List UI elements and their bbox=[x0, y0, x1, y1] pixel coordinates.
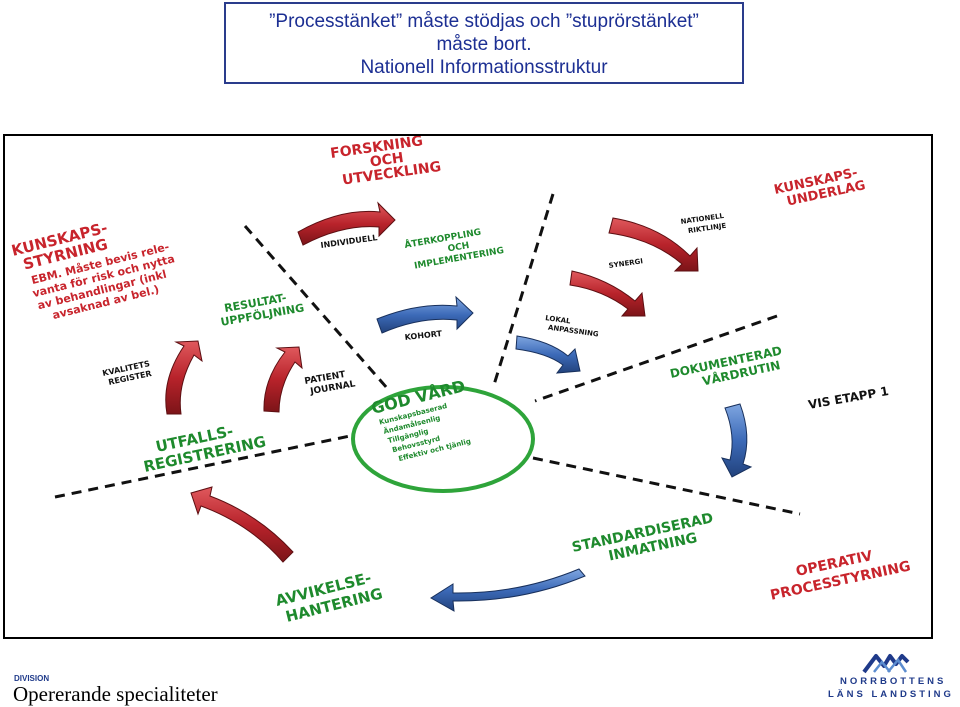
divider-line-left-upper bbox=[243, 225, 389, 389]
label-utfalls: UTFALLS- REGISTRERING bbox=[142, 422, 268, 476]
diagram-svg: FORSKNING OCH UTVECKLING KUNSKAPS- UNDER… bbox=[10, 136, 912, 626]
arrow-avvikelse bbox=[190, 486, 294, 563]
label-synergi: SYNERGI bbox=[608, 257, 643, 270]
process-diagram: FORSKNING OCH UTVECKLING KUNSKAPS- UNDER… bbox=[3, 134, 933, 639]
arrow-kvalitets bbox=[165, 340, 203, 415]
label-kohort: KOHORT bbox=[404, 329, 443, 342]
label-resultat: RESULTAT- UPPFÖLJNING bbox=[219, 291, 305, 329]
arrow-patient bbox=[263, 346, 303, 413]
arrow-kohort bbox=[376, 295, 474, 334]
lokal-line-1: LOKAL bbox=[545, 314, 572, 326]
logo-text-line-2: LÄNS LANDSTING bbox=[828, 689, 954, 700]
arrow-dokumenterad bbox=[721, 403, 753, 478]
label-kvalitets: KVALITETS REGISTER bbox=[102, 359, 153, 387]
label-operativ: OPERATIV PROCESSTYRNING bbox=[769, 548, 912, 604]
blue-arrows bbox=[376, 295, 753, 612]
arrow-standardiserad bbox=[430, 568, 586, 612]
lokal-line-2: ANPASSNING bbox=[547, 324, 599, 339]
divider-line-right-lower bbox=[532, 456, 801, 516]
aterkoppling-line-2: OCH bbox=[447, 241, 470, 255]
label-lokal: LOKAL ANPASSNING bbox=[545, 314, 600, 339]
red-arrows bbox=[165, 201, 699, 563]
label-dokumenterad: DOKUMENTERAD VÅRDRUTIN bbox=[669, 344, 784, 389]
divider-lines bbox=[54, 193, 801, 516]
title-box: ”Processtänket” måste stödjas och ”stupr… bbox=[224, 2, 744, 84]
arrow-synergi bbox=[569, 270, 646, 317]
title-line-2: måste bort. bbox=[436, 34, 532, 55]
logo-text-line-1: NORRBOTTENS bbox=[840, 676, 947, 687]
title-line-1: ”Processtänket” måste stödjas och ”stupr… bbox=[269, 11, 699, 32]
division-name: Opererande specialiteter bbox=[13, 682, 218, 706]
arrow-individuell bbox=[297, 201, 396, 246]
arrow-nationell bbox=[608, 217, 699, 272]
divider-line-right-upper bbox=[534, 314, 778, 403]
label-forskning: FORSKNING OCH UTVECKLING bbox=[329, 136, 442, 189]
arrow-lokal bbox=[515, 335, 581, 374]
division-label: DIVISION bbox=[14, 674, 50, 683]
label-nationell: NATIONELL RIKTLINJE bbox=[680, 212, 727, 235]
god-vard-ellipse bbox=[351, 385, 535, 493]
divider-line-top bbox=[491, 193, 555, 389]
label-individuell: INDIVIDUELL bbox=[320, 233, 378, 250]
forskning-line-2: OCH bbox=[369, 150, 405, 171]
norrbotten-logo-icon bbox=[862, 654, 910, 674]
label-avvikelse: AVVIKELSE- HANTERING bbox=[274, 569, 385, 626]
label-vis-etapp: VIS ETAPP 1 bbox=[807, 384, 890, 412]
label-aterkoppling: ÅTERKOPPLING OCH IMPLEMENTERING bbox=[404, 227, 505, 272]
label-kunskapsstyrning: KUNSKAPS- STYRNING EBM. Måste bevis rele… bbox=[10, 219, 176, 322]
label-kunskapsunderlag: KUNSKAPS- UNDERLAG bbox=[773, 166, 867, 210]
label-standardiserad: STANDARDISERAD INMATNING bbox=[571, 510, 715, 564]
aterkoppling-line-1: ÅTERKOPPLING bbox=[404, 227, 482, 251]
label-patient: PATIENT JOURNAL bbox=[304, 370, 357, 397]
title-line-3: Nationell Informationsstruktur bbox=[360, 57, 608, 78]
